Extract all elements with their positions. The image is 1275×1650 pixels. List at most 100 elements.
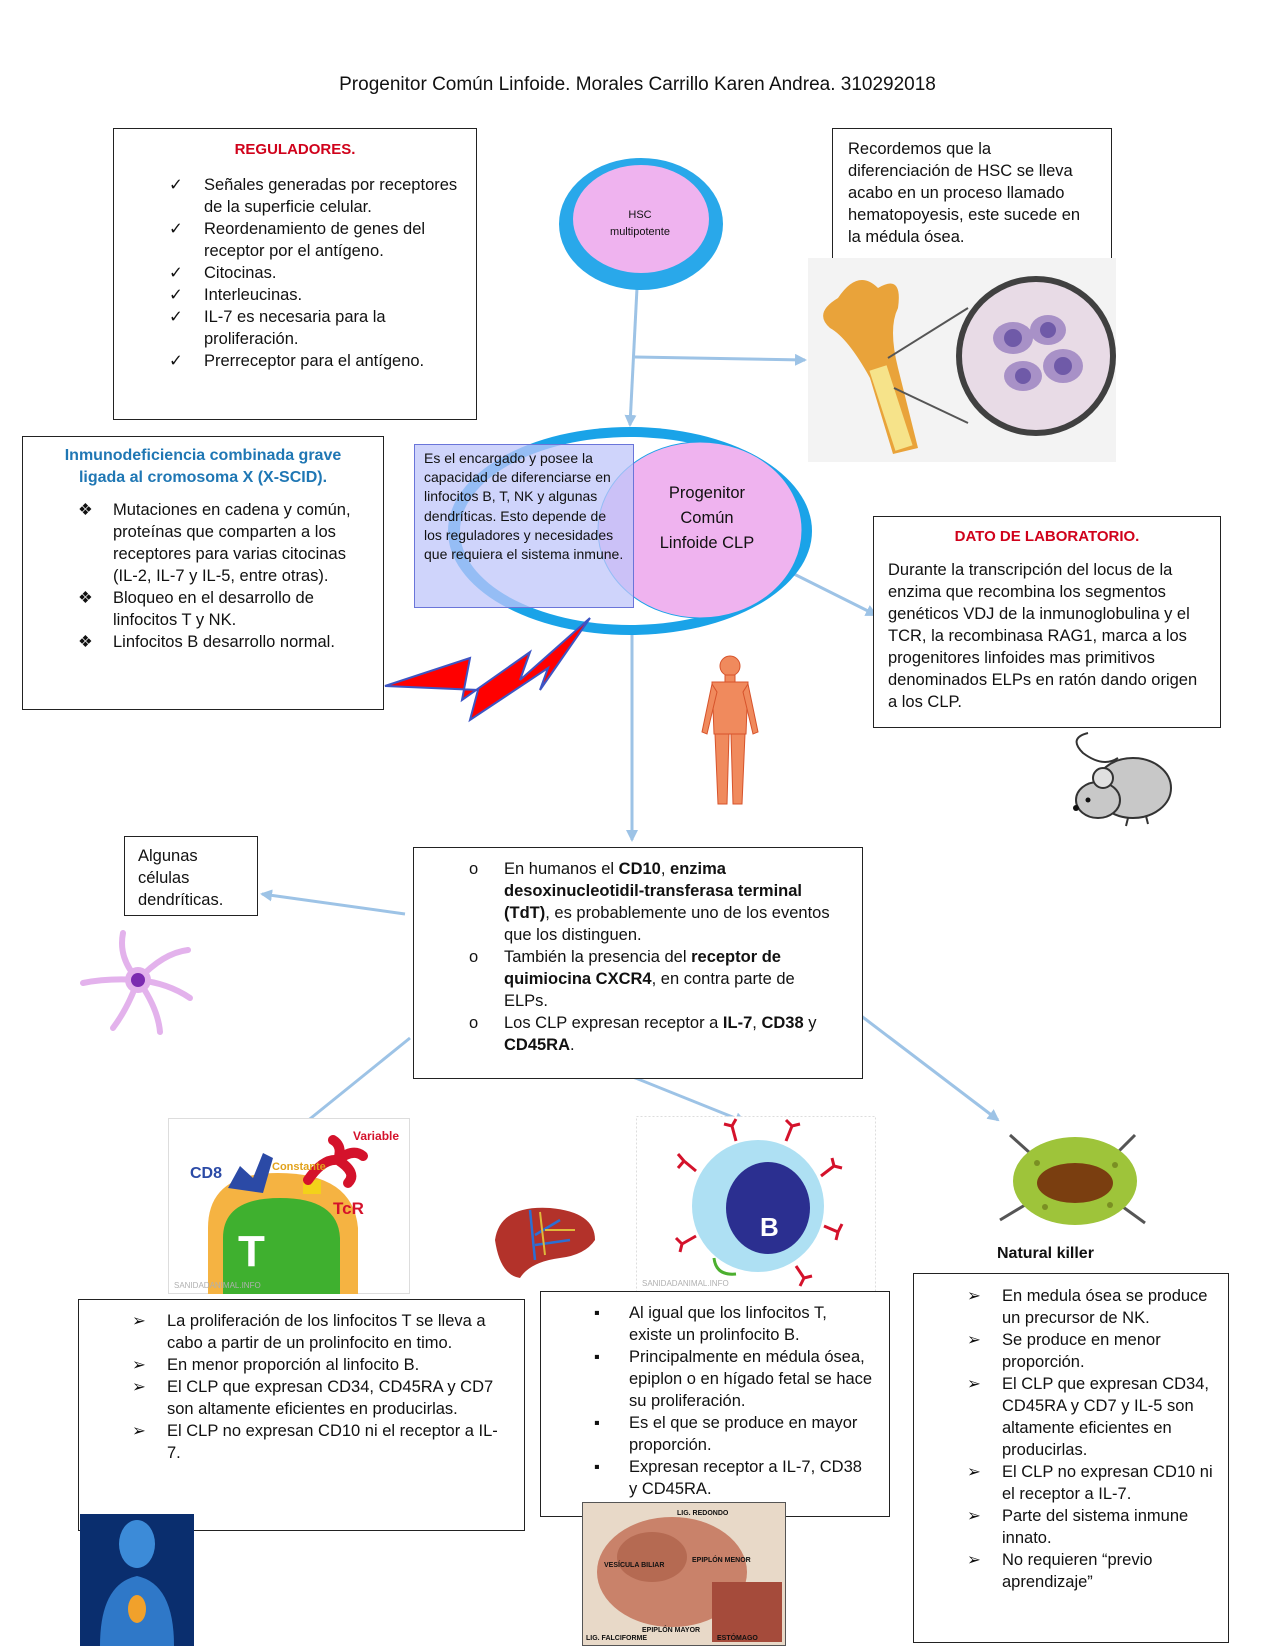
list-item: ✓Interleucinas. (169, 286, 303, 304)
list-item: o También la presencia del receptor de q… (469, 948, 795, 1010)
lab-text: Durante la transcripción del locus de la… (888, 561, 1198, 711)
human-body-image (701, 655, 759, 805)
list-item: o En humanos el CD10, enzima desoxinucle… (469, 860, 830, 944)
bcell-image: B SANIDADANIMAL.INFO (636, 1116, 876, 1292)
diamond-bullet-icon: ❖ (78, 633, 93, 651)
square-bullet-icon: ▪ (594, 1414, 600, 1432)
watermark: SANIDADANIMAL.INFO (174, 1281, 261, 1290)
arrow-to-bcell (627, 1073, 747, 1124)
lightning-bolt-icon (384, 617, 591, 723)
list-item: ➢En menor proporción al linfocito B. (132, 1356, 420, 1374)
thymus-image (80, 1514, 194, 1646)
label-lig-redondo: LIG. REDONDO (677, 1510, 729, 1517)
tcell-list: ➢La proliferación de los linfocitos T se… (132, 1310, 504, 1464)
epiplon-image: LIG. REDONDO EPIPLÓN MENOR VESÍCULA BILI… (582, 1502, 786, 1646)
list-item: o Los CLP expresan receptor a IL-7, CD38… (469, 1014, 817, 1054)
list-item: ✓IL-7 es necesaria para la proliferación… (169, 308, 386, 348)
circle-bullet-icon: o (469, 860, 479, 878)
label-epiplon-menor: EPIPLÓN MENOR (692, 1555, 751, 1564)
reguladores-heading: REGULADORES. (234, 141, 356, 158)
list-item: ✓Prerreceptor para el antígeno. (169, 352, 425, 370)
square-bullet-icon: ▪ (594, 1304, 600, 1322)
xscid-box: Inmunodeficiencia combinada grave ligada… (22, 436, 384, 710)
square-bullet-icon: ▪ (594, 1458, 600, 1476)
check-icon: ✓ (169, 352, 183, 370)
check-icon: ✓ (169, 308, 183, 326)
nk-caption: Natural killer (997, 1245, 1094, 1262)
watermark: SANIDADANIMAL.INFO (642, 1279, 729, 1288)
label-estomago: ESTÓMAGO (717, 1633, 758, 1642)
check-icon: ✓ (169, 176, 183, 194)
arrow-bullet-icon: ➢ (967, 1287, 981, 1305)
circle-bullet-icon: o (469, 948, 479, 966)
center-list: o En humanos el CD10, enzima desoxinucle… (469, 858, 842, 1056)
tcell-box: ➢La proliferación de los linfocitos T se… (78, 1299, 525, 1531)
arrow-bullet-icon: ➢ (132, 1422, 146, 1440)
list-item: ✓Reordenamiento de genes del receptor po… (169, 220, 426, 260)
tcell-image: CD8 Constante Variable TcR T SANIDADANIM… (168, 1118, 410, 1294)
hsc-node (559, 158, 723, 290)
nk-image: Natural killer (997, 1133, 1146, 1262)
list-item: ➢La proliferación de los linfocitos T se… (132, 1312, 486, 1352)
list-item: ▪Es el que se produce en mayor proporció… (594, 1414, 858, 1454)
lab-heading: DATO DE LABORATORIO. (954, 528, 1140, 545)
check-icon: ✓ (169, 264, 183, 282)
arrow-bullet-icon: ➢ (967, 1375, 981, 1393)
recordemos-box: Recordemos que la diferenciación de HSC … (832, 128, 1112, 260)
arrow-to-dendritic (260, 889, 406, 916)
list-item: ➢En medula ósea se produce un precursor … (967, 1287, 1208, 1327)
dendritic-cell-image (80, 930, 193, 1035)
arrow-clp-to-lab (789, 570, 878, 617)
reguladores-box: REGULADORES. ✓Señales generadas por rece… (113, 128, 477, 420)
check-icon: ✓ (169, 220, 183, 238)
arrow-bullet-icon: ➢ (132, 1312, 146, 1330)
circle-bullet-icon: o (469, 1014, 479, 1032)
arrow-bullet-icon: ➢ (967, 1463, 981, 1481)
center-box: o En humanos el CD10, enzima desoxinucle… (413, 847, 863, 1079)
xscid-list: ❖Mutaciones en cadena y común, proteínas… (78, 499, 371, 653)
list-item: ➢Se produce en menor proporción. (967, 1331, 1161, 1371)
clp-description: Es el encargado y posee la capacidad de … (414, 444, 634, 608)
cd8-label: CD8 (190, 1165, 222, 1182)
list-item: ❖Bloqueo en el desarrollo de linfocitos … (78, 589, 314, 629)
arrow-bullet-icon: ➢ (967, 1507, 981, 1525)
square-bullet-icon: ▪ (594, 1348, 600, 1366)
list-item: ▪Expresan receptor a IL-7, CD38 y CD45RA… (594, 1458, 862, 1498)
arrow-bullet-icon: ➢ (967, 1331, 981, 1349)
diamond-bullet-icon: ❖ (78, 589, 93, 607)
list-item: ➢El CLP que expresan CD34, CD45RA y CD7 … (132, 1378, 494, 1418)
liver-image (495, 1207, 595, 1278)
list-item: ❖Linfocitos B desarrollo normal. (78, 633, 335, 651)
list-item: ✓Señales generadas por receptores de la … (169, 176, 458, 216)
arrow-hsc-to-clp (624, 287, 639, 427)
list-item: ➢El CLP que expresan CD34, CD45RA y CD7 … (967, 1375, 1209, 1459)
list-item: ▪Principalmente en médula ósea, epiplon … (594, 1348, 873, 1410)
diamond-bullet-icon: ❖ (78, 501, 93, 519)
page-title: Progenitor Común Linfoide. Morales Carri… (339, 74, 936, 95)
label-lig-falciforme: LIG. FALCIFORME (586, 1635, 647, 1642)
reguladores-list: ✓Señales generadas por receptores de la … (169, 174, 466, 372)
list-item: ❖Mutaciones en cadena y común, proteínas… (78, 501, 351, 585)
bone-marrow-image (808, 258, 1116, 462)
bcell-box: ▪Al igual que los linfocitos T, existe u… (540, 1291, 890, 1517)
list-item: ➢El CLP no expresan CD10 ni el receptor … (967, 1463, 1213, 1503)
arrow-bullet-icon: ➢ (967, 1551, 981, 1569)
arrow-to-nk (859, 1013, 1000, 1122)
tcr-label: TcR (333, 1199, 364, 1218)
check-icon: ✓ (169, 286, 183, 304)
list-item: ➢No requieren “previo aprendizaje” (967, 1551, 1153, 1591)
variable-label: Variable (353, 1129, 399, 1143)
nk-box: ➢En medula ósea se produce un precursor … (913, 1273, 1229, 1643)
bcell-list: ▪Al igual que los linfocitos T, existe u… (594, 1302, 873, 1500)
label-epiplon-mayor: EPIPLÓN MAYOR (642, 1625, 700, 1634)
mouse-image (1073, 732, 1172, 827)
list-item: ▪Al igual que los linfocitos T, existe u… (594, 1304, 827, 1344)
nk-list: ➢En medula ósea se produce un precursor … (967, 1285, 1214, 1593)
lab-box: DATO DE LABORATORIO. Durante la transcri… (873, 516, 1221, 728)
constante-label: Constante (272, 1161, 326, 1173)
list-item: ➢Parte del sistema inmune innato. (967, 1507, 1189, 1547)
clp-label: Progenitor Común Linfoide CLP (659, 484, 755, 552)
xscid-heading: Inmunodeficiencia combinada grave ligada… (64, 447, 342, 486)
b-letter: B (760, 1212, 779, 1242)
list-item: ➢El CLP no expresan CD10 ni el receptor … (132, 1422, 498, 1462)
